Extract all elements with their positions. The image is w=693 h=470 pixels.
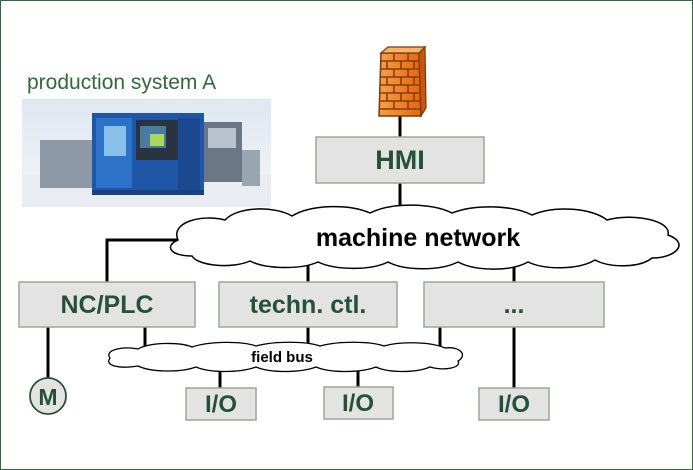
io-node-1: I/O [185, 387, 257, 421]
io-node-2: I/O [323, 386, 394, 420]
machine-photo [22, 99, 271, 207]
machine-network-label: machine network [316, 224, 520, 252]
line-ncplc-network [105, 238, 178, 282]
nc-plc-label: NC/PLC [60, 291, 153, 319]
production-system-caption: production system A [27, 71, 217, 94]
firewall-icon [378, 45, 427, 118]
nc-plc-node: NC/PLC [18, 281, 196, 328]
io-label-1: I/O [205, 391, 237, 418]
field-bus-label: field bus [251, 349, 313, 366]
techn-ctl-node: techn. ctl. [218, 281, 398, 328]
io-node-3: I/O [478, 387, 550, 421]
hmi-label: HMI [375, 145, 425, 175]
other-node: ... [423, 281, 605, 328]
techn-ctl-label: techn. ctl. [250, 291, 367, 319]
field-bus-cloud: field bus [108, 341, 463, 373]
io-label-2: I/O [342, 390, 374, 417]
motor-node: M [29, 377, 67, 415]
hmi-node: HMI [315, 136, 485, 184]
machine-network-cloud: machine network [169, 204, 680, 270]
io-label-3: I/O [498, 391, 530, 418]
other-label: ... [504, 291, 525, 319]
motor-label: M [38, 384, 57, 410]
